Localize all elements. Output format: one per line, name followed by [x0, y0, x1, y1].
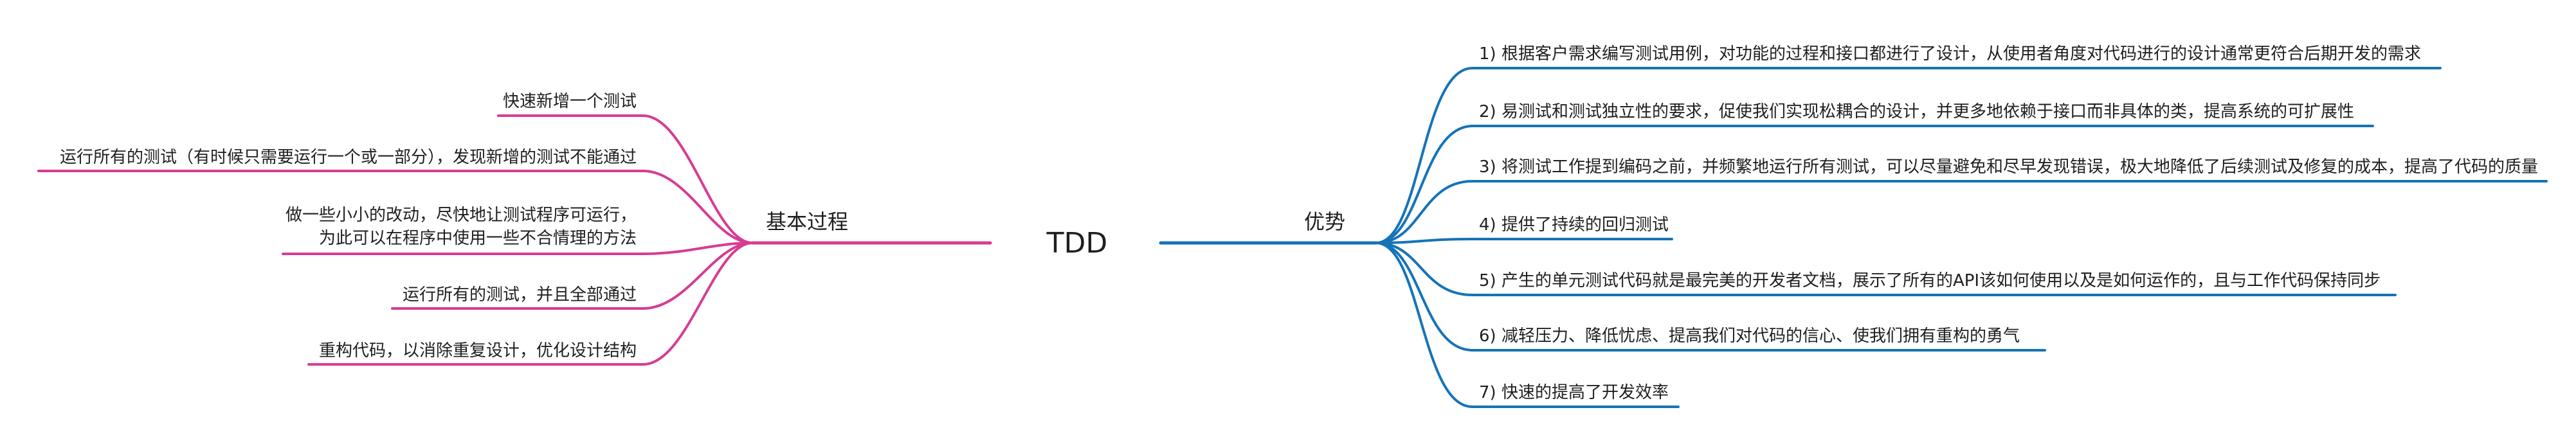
left-item-connector [37, 170, 754, 244]
right-item-text: 1) 根据客户需求编写测试用例，对功能的过程和接口都进行了设计，从使用者角度对代… [1479, 44, 2421, 64]
right-item-text: 7) 快速的提高了开发效率 [1479, 383, 1669, 402]
right-item-text: 6) 减轻压力、降低忧虑、提高我们对代码的信心、使我们拥有重构的勇气 [1479, 326, 2020, 346]
left-branch-item[interactable]: 重构代码，以消除重复设计，优化设计结构 [307, 242, 754, 366]
left-item-text: 为此可以在程序中使用一些不合情理的方法 [319, 229, 637, 248]
right-branch-item[interactable]: 2) 易测试和测试独立性的要求，促使我们实现松耦合的设计，并更多地依赖于接口而非… [1375, 102, 2374, 244]
left-branch-item[interactable]: 运行所有的测试，并且全部通过 [391, 242, 754, 310]
left-item-connector [307, 242, 754, 366]
right-item-connector [1375, 67, 2442, 244]
right-branch-items: 1) 根据客户需求编写测试用例，对功能的过程和接口都进行了设计，从使用者角度对代… [1375, 44, 2548, 408]
left-item-text: 快速新增一个测试 [503, 92, 637, 111]
left-branch-label: 基本过程 [766, 210, 848, 234]
right-item-connector [1375, 242, 2397, 296]
right-branch-item[interactable]: 6) 减轻压力、降低忧虑、提高我们对代码的信心、使我们拥有重构的勇气 [1375, 242, 2046, 352]
left-item-text: 做一些小小的改动，尽快地让测试程序可运行， [286, 206, 637, 225]
right-branch-label: 优势 [1304, 210, 1345, 234]
left-branch-item[interactable]: 运行所有的测试（有时候只需要运行一个或一部分），发现新增的测试不能通过 [37, 148, 754, 244]
right-branch-item[interactable]: 4) 提供了持续的回归测试 [1375, 215, 1673, 244]
left-item-text: 运行所有的测试，并且全部通过 [403, 285, 637, 305]
central-topic[interactable]: TDD [1046, 227, 1108, 260]
right-main-branch[interactable]: 优势 [1304, 210, 1345, 234]
right-branch-item[interactable]: 7) 快速的提高了开发效率 [1375, 242, 1680, 408]
central-topic-label: TDD [1046, 227, 1108, 260]
left-branch-items: 快速新增一个测试运行所有的测试（有时候只需要运行一个或一部分），发现新增的测试不… [37, 92, 754, 366]
right-item-text: 5) 产生的单元测试代码就是最完美的开发者文档，展示了所有的API该如何使用以及… [1479, 271, 2381, 290]
right-item-connector [1375, 242, 1680, 408]
right-branch-item[interactable]: 5) 产生的单元测试代码就是最完美的开发者文档，展示了所有的API该如何使用以及… [1375, 242, 2397, 296]
right-item-connector [1375, 180, 2548, 244]
left-item-connector [497, 114, 754, 244]
right-item-text: 2) 易测试和测试独立性的要求，促使我们实现松耦合的设计，并更多地依赖于接口而非… [1479, 102, 2354, 121]
left-branch-item[interactable]: 快速新增一个测试 [497, 92, 754, 244]
right-item-text: 3) 将测试工作提到编码之前，并频繁地运行所有测试，可以尽量避免和尽早发现错误，… [1479, 157, 2538, 177]
left-item-text: 重构代码，以消除重复设计，优化设计结构 [319, 341, 637, 361]
right-item-connector [1375, 125, 2374, 244]
right-branch-item[interactable]: 3) 将测试工作提到编码之前，并频繁地运行所有测试，可以尽量避免和尽早发现错误，… [1375, 157, 2548, 244]
right-item-connector [1375, 242, 2046, 352]
right-branch-item[interactable]: 1) 根据客户需求编写测试用例，对功能的过程和接口都进行了设计，从使用者角度对代… [1375, 44, 2442, 244]
left-item-text: 运行所有的测试（有时候只需要运行一个或一部分），发现新增的测试不能通过 [60, 148, 637, 167]
right-item-text: 4) 提供了持续的回归测试 [1479, 215, 1669, 235]
left-main-branch[interactable]: 基本过程 [766, 210, 848, 234]
right-item-connector [1375, 238, 1673, 244]
left-item-connector [282, 242, 754, 255]
left-branch-item[interactable]: 做一些小小的改动，尽快地让测试程序可运行， 为此可以在程序中使用一些不合情理的方法 [282, 206, 754, 255]
left-item-connector [391, 242, 754, 310]
